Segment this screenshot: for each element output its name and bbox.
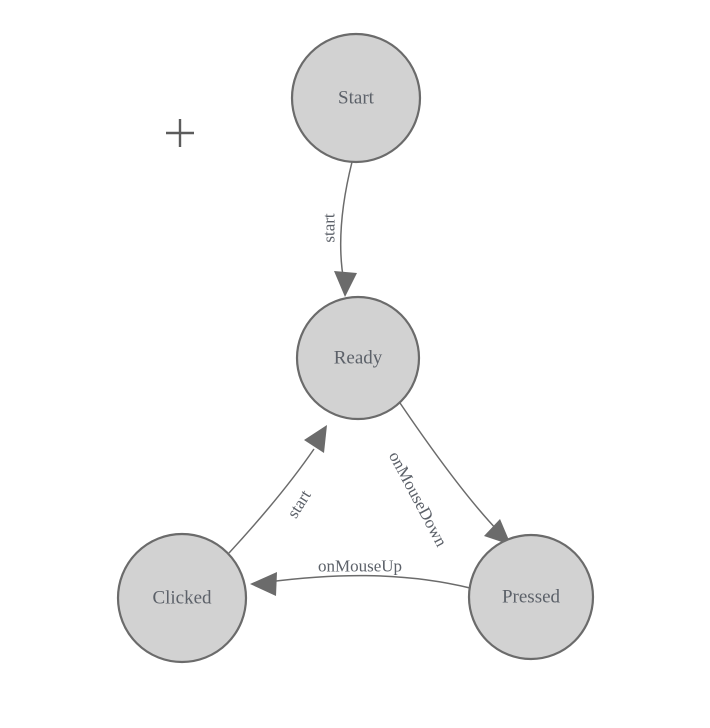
edge-ready-to-pressed[interactable]: onMouseDown	[385, 402, 511, 550]
arrowhead-icon	[250, 572, 277, 596]
state-node-start[interactable]: Start	[290, 32, 422, 164]
state-node-pressed[interactable]: Pressed	[467, 533, 595, 661]
edge-start-to-ready[interactable]: start	[320, 161, 358, 297]
state-node-start-label: Start	[338, 88, 375, 109]
state-node-pressed-circle[interactable]	[467, 533, 595, 661]
state-node-ready[interactable]: Ready	[295, 295, 421, 421]
edge-label-clicked-to-ready: start	[283, 486, 315, 521]
state-node-clicked-circle[interactable]	[116, 532, 248, 664]
arrowhead-icon	[334, 271, 357, 297]
state-node-ready-circle[interactable]	[295, 295, 421, 421]
arrowhead-icon	[304, 425, 327, 453]
state-node-ready-label: Ready	[334, 348, 383, 369]
state-node-pressed-label: Pressed	[502, 587, 561, 608]
crosshair-icon	[166, 119, 194, 147]
edge-clicked-to-ready[interactable]: start	[228, 425, 327, 554]
edge-label-pressed-to-clicked: onMouseUp	[318, 557, 402, 576]
arrowhead-icon	[484, 519, 511, 545]
state-node-start-circle[interactable]	[290, 32, 422, 164]
state-node-clicked[interactable]: Clicked	[116, 532, 248, 664]
edge-pressed-to-clicked[interactable]: onMouseUp	[250, 557, 471, 597]
state-node-clicked-label: Clicked	[152, 588, 212, 609]
edge-label-start-to-ready: start	[320, 213, 339, 243]
edge-label-ready-to-pressed: onMouseDown	[385, 448, 451, 550]
